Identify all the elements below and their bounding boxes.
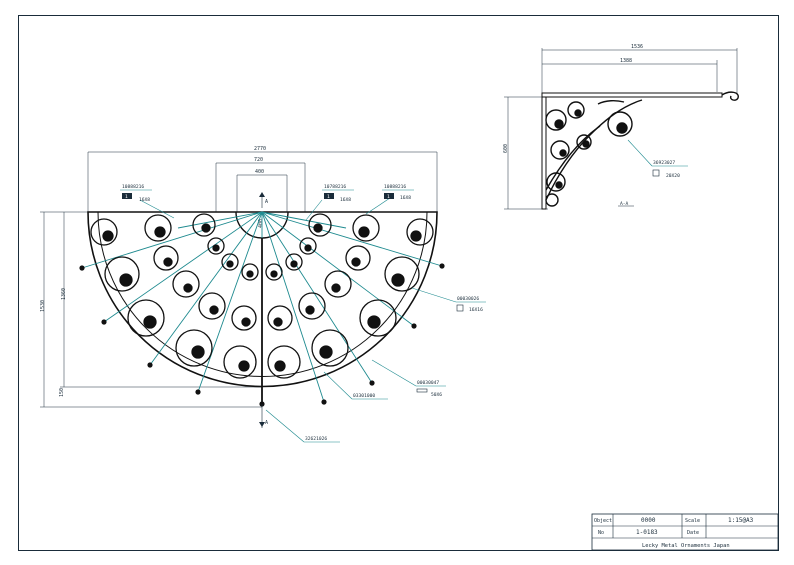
callout-1: 10888216 1 16X8 [120, 184, 175, 219]
callout-4: 00030026 16X16 [411, 287, 486, 313]
title-block: Object 0000 Scale 1:15@A3 No 1-0183 Date… [591, 513, 779, 551]
callout-4-size: 16X16 [469, 307, 483, 313]
callout-5-part: 00030047 [417, 380, 439, 386]
callout-7-part: 32621026 [305, 436, 327, 442]
dim-side-height: 600 [503, 144, 509, 153]
dim-side-inner: 1388 [620, 58, 632, 64]
callout-2-size: 16X8 [340, 197, 351, 203]
dim-inner-width: 720 [254, 157, 263, 163]
callout-6-part: 03301000 [353, 393, 375, 399]
section-mark-bottom: A [265, 420, 268, 426]
front-view: 2770 720 400 A 1530 1360 150 400 [40, 146, 486, 443]
callout-3-box: 1 [387, 194, 390, 200]
tb-object-label: Object [594, 518, 612, 524]
callout-1-size: 16X8 [139, 197, 150, 203]
dim-center-width: 400 [255, 169, 264, 175]
callout-7: 32621026 [265, 409, 340, 443]
dim-overall-width: 2770 [254, 146, 266, 152]
tb-no-label: No [598, 530, 604, 536]
side-callout-part: 36923027 [653, 160, 675, 166]
callout-5-size: 50X6 [431, 392, 442, 398]
side-callout-size: 20X20 [666, 173, 680, 179]
tb-scale-label: Scale [685, 518, 700, 524]
callout-3-size: 16X8 [400, 195, 411, 201]
side-section-label: A-A [620, 201, 629, 207]
tb-scale-value: 1:15@A3 [728, 517, 754, 524]
dim-overall-height: 1530 [40, 300, 46, 312]
callout-1-part: 10888216 [122, 184, 144, 190]
dim-center-height: 400 [258, 219, 264, 228]
dim-side-depth: 1536 [631, 44, 643, 50]
tb-no-value: 1-0183 [636, 529, 658, 536]
dim-inner-height: 1360 [61, 288, 67, 300]
spoke-bolts [79, 263, 445, 407]
callout-1-box: 1 [125, 194, 128, 200]
dim-bottom-offset: 150 [59, 388, 65, 397]
callout-6: 03301000 [323, 371, 388, 400]
callout-3-part: 10888216 [384, 184, 406, 190]
tb-object-value: 0000 [641, 517, 656, 524]
section-mark-top: A [265, 199, 268, 205]
callout-3: 10888216 1 16X8 [365, 184, 414, 215]
callout-4-part: 00030026 [457, 296, 479, 302]
tb-date-label: Date [687, 530, 699, 536]
tb-company: Lecky Metal Ornaments Japan [642, 543, 730, 549]
sheet-border [18, 15, 779, 551]
callout-5: 00030047 50X6 [371, 359, 446, 398]
callout-2-part: 10788216 [324, 184, 346, 190]
scroll-ornaments [90, 213, 434, 404]
callout-2: 10788216 1 16X8 [305, 184, 354, 221]
callout-2-box: 1 [327, 194, 330, 200]
side-view: 1536 1388 600 36923027 [503, 44, 739, 210]
